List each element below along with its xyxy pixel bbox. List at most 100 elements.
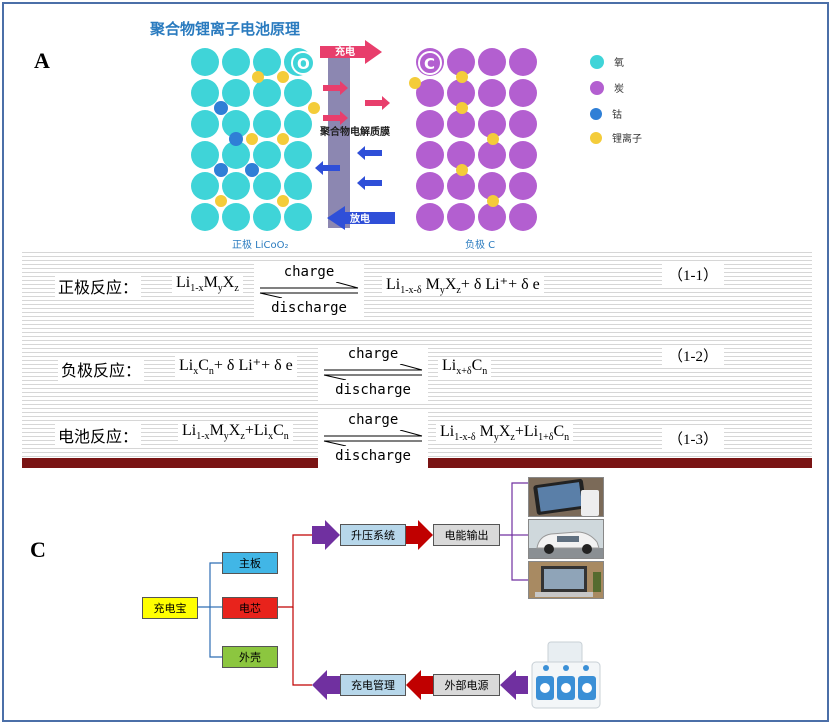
anode-reaction-label: 负极反应：	[58, 357, 144, 381]
carbon-atom	[478, 79, 506, 107]
laptop-photo	[528, 561, 604, 599]
lithium-ion	[456, 71, 468, 83]
charge-management-node: 充电管理	[340, 674, 406, 696]
power-bank-node: 充电宝	[142, 597, 198, 619]
lithium-ion	[277, 133, 289, 145]
oxygen-atom	[222, 203, 250, 231]
carbon-atom	[416, 203, 444, 231]
carbon-atom	[509, 203, 537, 231]
battery-principle-title: 聚合物锂离子电池原理	[150, 18, 300, 39]
shell-node: 外壳	[222, 646, 278, 668]
carbon-atom	[509, 141, 537, 169]
carbon-atom	[416, 172, 444, 200]
tablet-photo	[528, 477, 604, 517]
eq3-right: Li1-x-δ MyXz+Li1+δCn	[436, 423, 573, 443]
powerbank-tree-lines	[0, 480, 833, 720]
cathode-lattice	[191, 48, 320, 231]
mainboard-node: 主板	[222, 552, 278, 574]
lithium-ion	[456, 102, 468, 114]
cobalt-atom	[214, 101, 228, 115]
panel-label-a: A	[34, 48, 50, 74]
legend-carbon: 炭	[590, 80, 624, 95]
lithium-ion	[487, 133, 499, 145]
oxygen-atom	[284, 203, 312, 231]
eq1-arrow: charge discharge	[254, 262, 364, 320]
legend-lithium-ion: 锂离子	[590, 130, 642, 145]
red-arrow-1	[406, 520, 433, 550]
lithium-ion	[277, 195, 289, 207]
carbon-atom	[447, 203, 475, 231]
carbon-atom	[447, 172, 475, 200]
cobalt-atom	[229, 132, 243, 146]
lithium-ion	[308, 102, 320, 114]
cobalt-icon	[590, 108, 602, 120]
lithium-ion-icon	[590, 132, 602, 144]
power-output-node: 电能输出	[433, 524, 500, 546]
carbon-atom	[447, 110, 475, 138]
eq1-number: （1-1）	[662, 264, 724, 285]
oxygen-atom	[284, 141, 312, 169]
carbon-icon	[590, 81, 604, 95]
carbon-atom	[509, 79, 537, 107]
cobalt-atom	[245, 163, 259, 177]
oxygen-atom	[253, 79, 281, 107]
boost-system-node: 升压系统	[340, 524, 406, 546]
car-photo	[528, 519, 604, 559]
cobalt-atom	[214, 163, 228, 177]
oxygen-atom	[191, 203, 219, 231]
external-power-node: 外部电源	[433, 674, 500, 696]
cathode-caption: 正极 LiCoO₂	[232, 236, 289, 251]
legend-oxygen: 氧	[590, 54, 624, 69]
lithium-ion	[215, 195, 227, 207]
cell-reaction-label: 电池反应：	[55, 423, 141, 447]
eq1-right: Li1-x-δ MyXz+ δ Li⁺+ δ e	[382, 274, 544, 296]
oxygen-atom	[191, 48, 219, 76]
power-strip-photo	[528, 640, 604, 712]
legend-cobalt: 钴	[590, 106, 622, 121]
eq3-left: Li1-xMyXz+LixCn	[178, 422, 293, 442]
lithium-ion	[277, 71, 289, 83]
discharge-label: 放电	[349, 212, 370, 225]
oxygen-atom	[191, 141, 219, 169]
carbon-atom	[416, 141, 444, 169]
carbon-atom	[509, 48, 537, 76]
anode-caption: 负极 C	[465, 236, 495, 251]
oxygen-atom	[222, 172, 250, 200]
oxygen-atom	[284, 172, 312, 200]
oxygen-atom	[284, 79, 312, 107]
oxygen-atom	[253, 141, 281, 169]
purple-arrow-2	[312, 670, 340, 700]
oxygen-icon	[590, 55, 604, 69]
cathode-reaction-label: 正极反应：	[55, 274, 141, 298]
oxygen-atom	[222, 48, 250, 76]
eq2-number: （1-2）	[662, 345, 724, 366]
purple-arrow-3	[500, 670, 528, 700]
eq1-left: Li1-xMyXz	[172, 274, 243, 294]
purple-arrow-1	[312, 520, 340, 550]
anode-lattice	[409, 48, 537, 231]
carbon-atom	[478, 141, 506, 169]
membrane-label: 聚合物电解质膜	[319, 125, 390, 138]
lithium-ion	[456, 164, 468, 176]
red-arrow-2	[406, 670, 433, 700]
carbon-atom	[509, 110, 537, 138]
carbon-atom	[478, 203, 506, 231]
oxygen-atom	[191, 79, 219, 107]
oxygen-atom	[191, 172, 219, 200]
anode-symbol: C	[424, 55, 435, 73]
eq2-right: Lix+δCn	[438, 357, 491, 377]
oxygen-atom	[191, 110, 219, 138]
cathode-symbol: O	[297, 55, 310, 73]
eq3-number: （1-3）	[662, 428, 724, 449]
oxygen-atom	[222, 79, 250, 107]
charge-label: 充电	[335, 45, 355, 58]
lithium-ion	[246, 133, 258, 145]
oxygen-atom	[253, 172, 281, 200]
oxygen-atom	[253, 110, 281, 138]
battery-cell-node: 电芯	[222, 597, 278, 619]
lithium-ion	[409, 77, 421, 89]
carbon-atom	[509, 172, 537, 200]
membrane	[328, 48, 350, 228]
oxygen-atom	[253, 203, 281, 231]
carbon-atom	[478, 48, 506, 76]
